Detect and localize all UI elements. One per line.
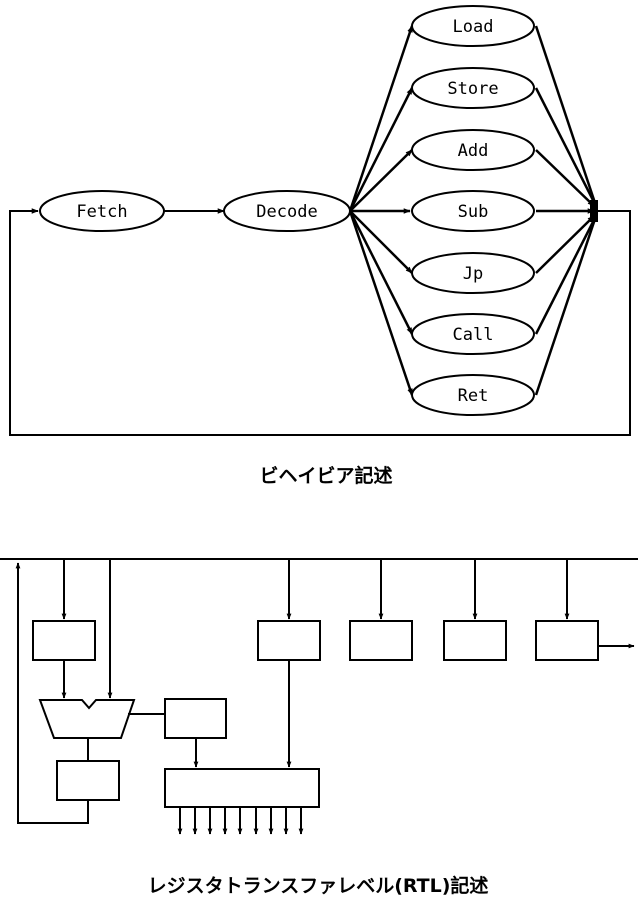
decode-to-call-arrow (348, 210, 414, 335)
state-ret: Ret (411, 374, 535, 416)
state-sub-label: Sub (458, 202, 489, 222)
register-5 (443, 620, 507, 661)
decode-to-instruction-arrows (348, 25, 414, 396)
state-decode: Decode (223, 190, 351, 232)
behavior-caption: ビヘイビア記述 (259, 464, 392, 487)
state-sub-ellipse (411, 190, 535, 232)
state-fetch: Fetch (39, 190, 165, 232)
state-decode-ellipse (223, 190, 351, 232)
state-add-label: Add (458, 141, 489, 161)
decode-to-ret-arrow (348, 210, 414, 396)
state-store-label: Store (447, 79, 498, 99)
control-signal-arrows (177, 807, 304, 835)
register-6 (535, 620, 599, 661)
call-to-join-arrow (534, 215, 598, 335)
rtl-diagram: レジスタトランスファレベル(RTL)記述 (0, 558, 638, 897)
state-sub: Sub (411, 190, 535, 232)
loop-back-path (9, 208, 631, 436)
state-load: Load (411, 5, 535, 47)
state-ret-ellipse (411, 374, 535, 416)
add-to-join-arrow (535, 149, 595, 207)
state-decode-label: Decode (256, 202, 317, 222)
alu-block (38, 699, 136, 739)
state-add: Add (411, 129, 535, 171)
state-jp-label: Jp (463, 264, 483, 284)
state-store: Store (411, 67, 535, 109)
state-store-ellipse (411, 67, 535, 109)
state-add-ellipse (411, 129, 535, 171)
register-4 (349, 620, 413, 661)
register-1 (32, 620, 96, 661)
register-3 (257, 620, 321, 661)
join-node (590, 200, 598, 222)
state-fetch-ellipse (39, 190, 165, 232)
behavior-diagram: Fetch Decode Load Store Add Sub Jp (9, 5, 631, 487)
state-fetch-label: Fetch (76, 202, 127, 222)
decode-to-store-arrow (348, 87, 414, 212)
decode-to-load-arrow (348, 25, 414, 212)
state-jp: Jp (411, 252, 535, 294)
ret-to-join-arrow (534, 215, 598, 396)
store-to-join-arrow (534, 87, 598, 207)
instruction-to-join-arrows (534, 25, 598, 396)
feedback-path (15, 562, 89, 824)
state-call-label: Call (453, 325, 494, 345)
state-call-ellipse (411, 313, 535, 355)
register-2 (56, 760, 120, 801)
state-call: Call (411, 313, 535, 355)
decoder-block (164, 768, 320, 808)
state-ret-label: Ret (458, 386, 489, 406)
state-load-ellipse (411, 5, 535, 47)
decode-to-add-arrow (349, 149, 413, 212)
rtl-caption: レジスタトランスファレベル(RTL)記述 (148, 874, 489, 897)
state-load-label: Load (453, 17, 494, 37)
register-7 (164, 698, 227, 739)
jp-to-join-arrow (535, 215, 595, 274)
decode-to-jp-arrow (349, 210, 413, 274)
state-jp-ellipse (411, 252, 535, 294)
load-to-join-arrow (534, 25, 598, 207)
